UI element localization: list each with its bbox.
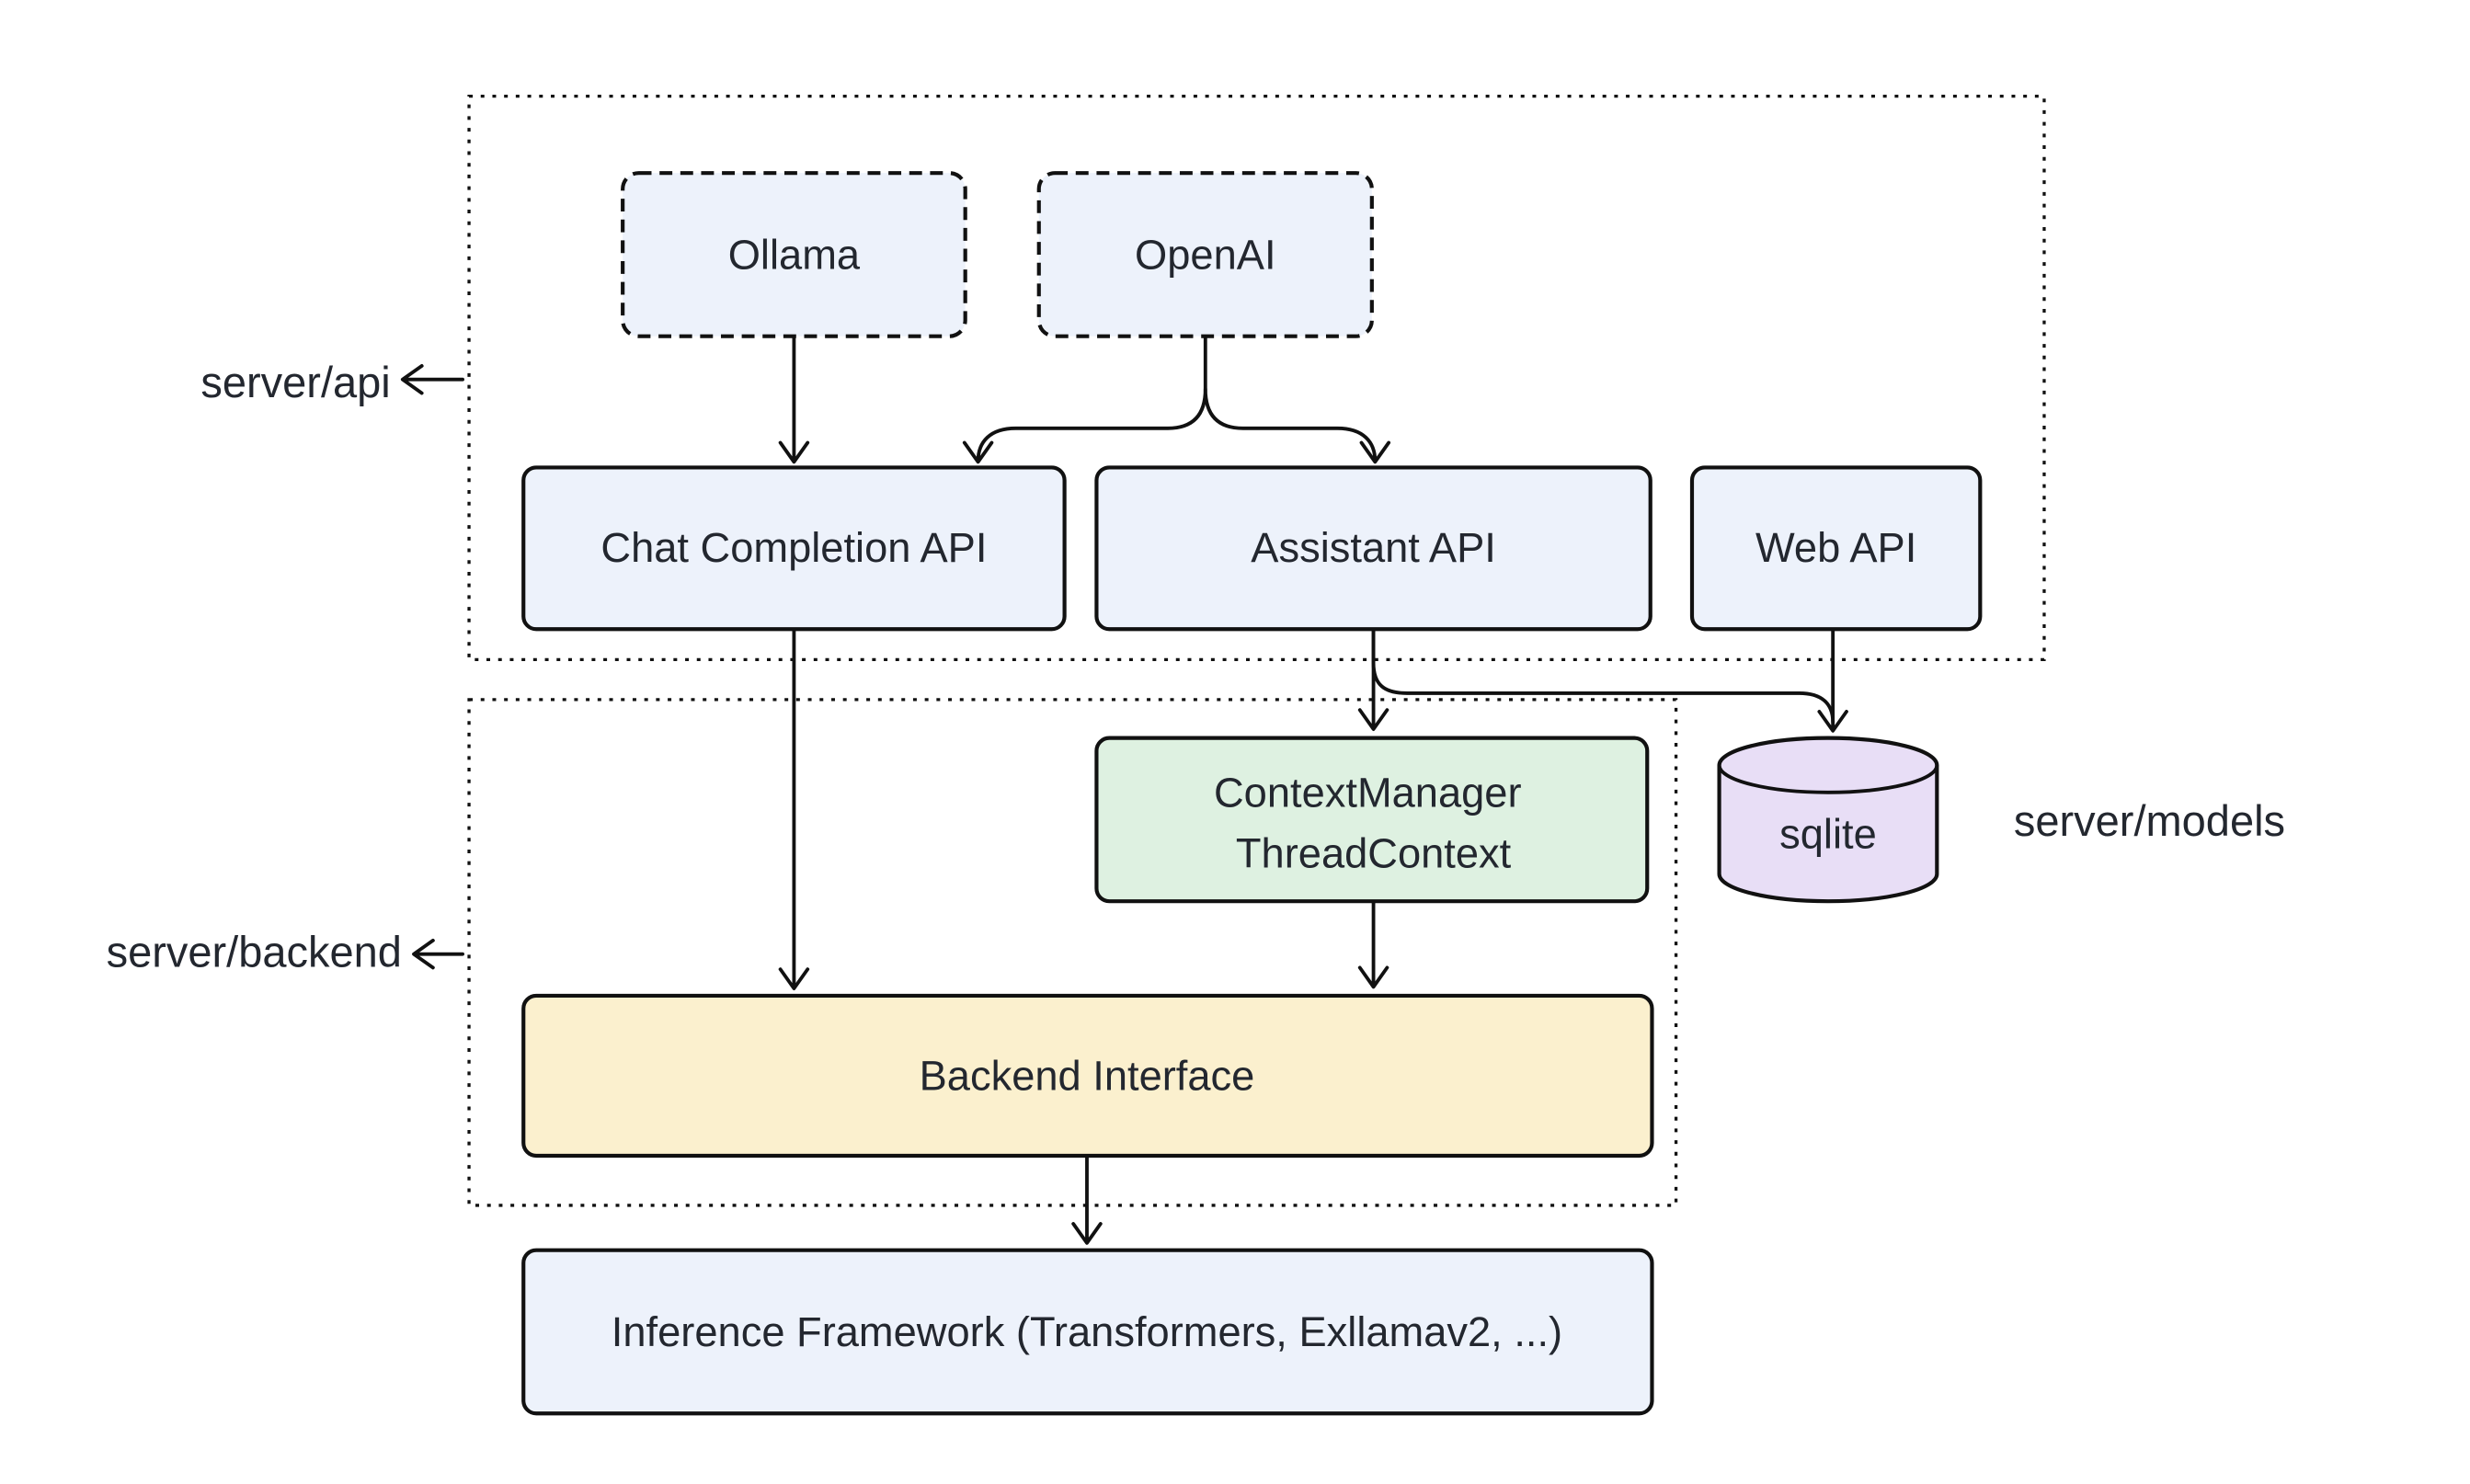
server-api-annotation: server/api — [200, 358, 464, 406]
node-openai-box — [1036, 171, 1374, 338]
server-backend-arrow-icon — [412, 938, 464, 970]
node-assistant-api: Assistant API — [1094, 465, 1652, 632]
sqlite-cylinder-top-seam — [1717, 763, 1939, 794]
node-sqlite: sqlite — [1717, 736, 1939, 904]
edge-backend-to-inference — [1071, 1154, 1103, 1245]
node-context-manager-box — [1094, 736, 1650, 904]
node-ollama-box — [621, 171, 967, 338]
node-backend-interface: Backend Interface — [521, 993, 1654, 1159]
node-context-manager-label: ContextManager ThreadContext — [1214, 770, 1533, 877]
node-inference-framework-label: Inference Framework (Transformers, Exlla… — [612, 1308, 1562, 1355]
node-chat-completion-api-label: Chat Completion API — [600, 524, 987, 571]
node-openai-label: OpenAI — [1135, 232, 1275, 279]
node-backend-interface-label: Backend Interface — [920, 1053, 1255, 1100]
sqlite-cylinder-body — [1717, 736, 1939, 904]
edge-layer — [778, 334, 1848, 1245]
edge-context-manager-to-backend — [1357, 899, 1389, 989]
server-api-arrow-icon — [400, 364, 464, 395]
node-ollama: Ollama — [621, 171, 967, 338]
edge-web-api-to-sqlite — [1817, 627, 1848, 733]
node-chat-completion-api-box — [521, 465, 1067, 632]
server-api-label: server/api — [200, 358, 390, 406]
edge-assistant-to-sqlite — [1371, 627, 1835, 725]
node-openai: OpenAI — [1036, 171, 1374, 338]
edge-ollama-to-chat-completion — [778, 334, 810, 464]
server-backend-label: server/backend — [107, 928, 402, 976]
node-inference-framework: Inference Framework (Transformers, Exlla… — [521, 1248, 1654, 1416]
node-backend-interface-box — [521, 993, 1654, 1159]
node-web-api-box — [1689, 465, 1983, 632]
node-ollama-label: Ollama — [728, 232, 861, 279]
node-chat-completion-api: Chat Completion API — [521, 465, 1067, 632]
node-web-api: Web API — [1689, 465, 1983, 632]
node-assistant-api-label: Assistant API — [1251, 524, 1496, 571]
node-sqlite-label: sqlite — [1779, 811, 1877, 858]
edge-openai-to-chat-completion — [962, 334, 1207, 464]
node-inference-framework-box — [521, 1248, 1654, 1416]
node-web-api-label: Web API — [1755, 524, 1916, 571]
node-context-manager: ContextManager ThreadContext — [1094, 736, 1650, 904]
edge-openai-to-assistant — [1203, 387, 1391, 464]
server-backend-container — [467, 698, 1678, 1207]
server-models-label: server/models — [2014, 796, 2285, 845]
node-assistant-api-box — [1094, 465, 1652, 632]
server-backend-annotation: server/backend — [107, 928, 464, 976]
edge-chat-completion-to-backend — [778, 627, 810, 990]
